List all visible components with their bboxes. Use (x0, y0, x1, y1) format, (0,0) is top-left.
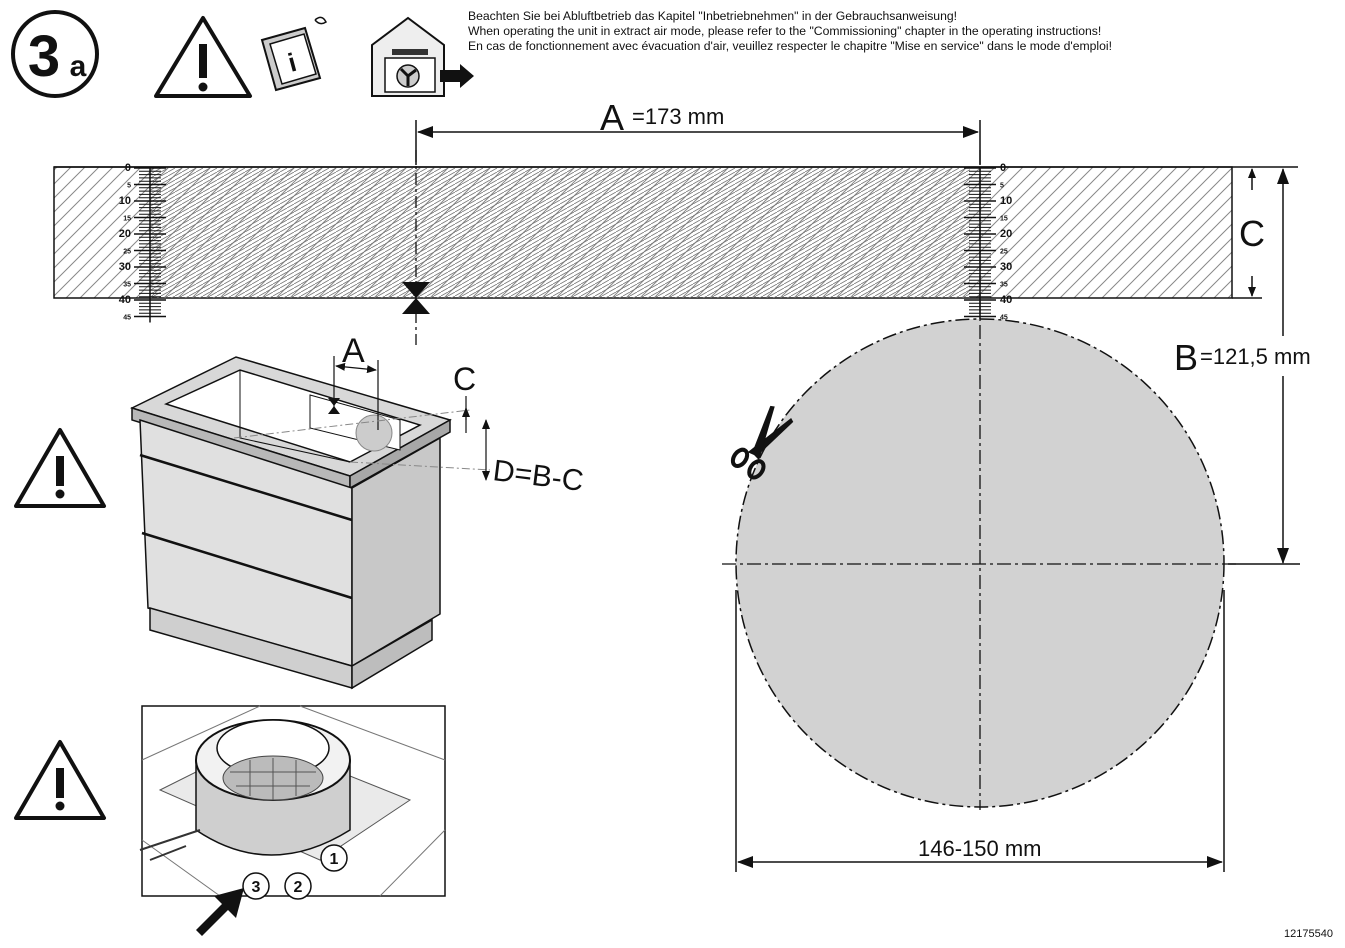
dimension-c: C (1232, 166, 1298, 299)
template-strip (53, 166, 1233, 299)
cabinet-label-a: A (342, 332, 365, 370)
warning-icon (154, 16, 252, 98)
notice-fr: En cas de fonctionnement avec évacuation… (468, 39, 1113, 53)
scale-label: 35 (1000, 282, 1008, 289)
scale-label: 15 (123, 216, 131, 223)
scale-label: 30 (119, 261, 131, 273)
notice-text: Beachten Sie bei Abluftbetrieb das Kapit… (468, 9, 1338, 54)
scale-label: 35 (123, 282, 131, 289)
scale-label: 10 (1000, 195, 1012, 207)
cutout-circle (722, 150, 1238, 810)
callout-3-label: 3 (252, 879, 261, 896)
diameter-label: 146-150 mm (918, 836, 1042, 861)
scale-label: 0 (125, 162, 131, 174)
scale-label: 45 (123, 315, 131, 322)
cabinet-label-c: C (453, 361, 476, 397)
notice-en: When operating the unit in extract air m… (468, 24, 1102, 38)
step-badge: 3 a (11, 10, 99, 98)
arrow-icon (440, 64, 474, 88)
scale-label: 40 (1000, 294, 1012, 306)
scale-label: 40 (119, 294, 131, 306)
cabinet-illustration: A C D=B-C (129, 332, 585, 690)
scissors-icon (730, 405, 794, 480)
notice-de: Beachten Sie bei Abluftbetrieb das Kapit… (468, 9, 958, 23)
document-number: 12175540 (1284, 928, 1333, 940)
scale-label: 20 (119, 228, 131, 240)
warning-icon (14, 740, 106, 820)
callout-3 (242, 872, 270, 900)
cabinet-label-d: D=B-C (491, 454, 585, 498)
scale-label: 10 (119, 195, 131, 207)
callout-2-label: 2 (294, 879, 303, 896)
callout-2 (284, 872, 312, 900)
center-marker (402, 150, 430, 345)
dim-b-value: =121,5 mm (1200, 344, 1311, 369)
dim-c-letter: C (1239, 213, 1265, 254)
extract-air-icon (371, 16, 474, 97)
diameter-dimension: 146-150 mm (735, 590, 1225, 872)
dim-a-value: =173 mm (632, 104, 724, 129)
detail-inset: 1 2 3 (139, 705, 446, 936)
dimension-b: B =121,5 mm (1172, 168, 1344, 565)
scale-label: 15 (1000, 216, 1008, 223)
dim-a-letter: A (600, 97, 624, 138)
step-suffix: a (70, 50, 87, 83)
warning-icon (14, 428, 106, 508)
scale-label: 5 (127, 183, 131, 190)
dimension-a: A =173 mm (415, 97, 981, 165)
callout-1 (320, 844, 348, 872)
arrow-icon (196, 888, 244, 936)
scale-label: 25 (123, 249, 131, 256)
scale-label: 25 (1000, 249, 1008, 256)
scale-label: 20 (1000, 228, 1012, 240)
scale-label: 45 (1000, 315, 1008, 322)
scale-label: 0 (1000, 162, 1006, 174)
step-number: 3 (28, 24, 60, 89)
callout-1-label: 1 (330, 851, 339, 868)
scale-left: 0 5 10 15 20 25 30 35 40 45 (119, 162, 166, 323)
scale-label: 30 (1000, 261, 1012, 273)
manual-info-icon: i (260, 16, 327, 92)
dim-b-letter: B (1174, 337, 1198, 378)
scale-label: 5 (1000, 183, 1004, 190)
